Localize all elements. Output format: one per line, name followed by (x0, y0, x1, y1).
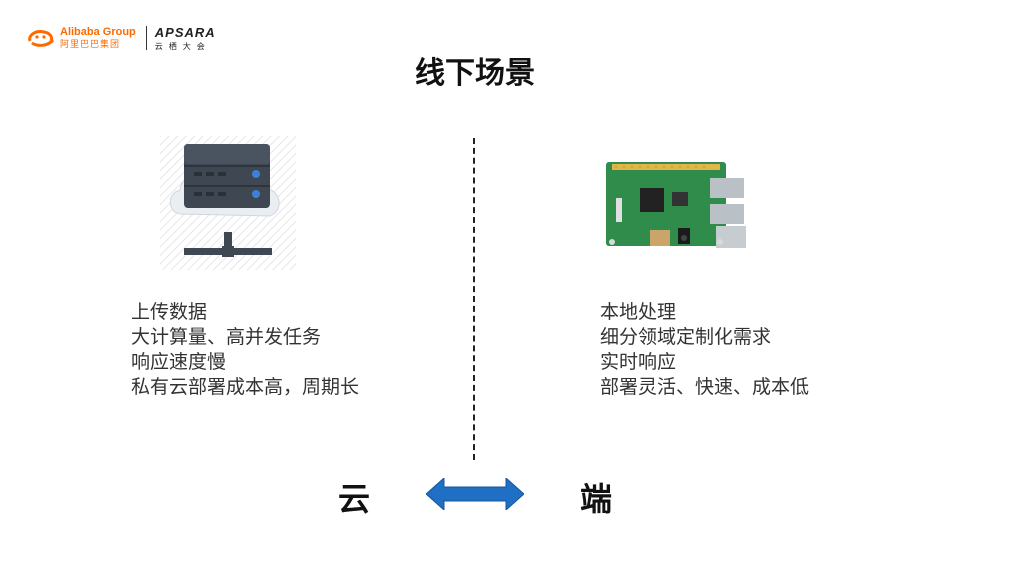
double-arrow-icon (426, 478, 524, 510)
alibaba-en: Alibaba Group (60, 27, 136, 38)
alibaba-logo-icon (26, 27, 56, 49)
circuit-board-image (606, 158, 748, 254)
cloud-line: 大计算量、高并发任务 (131, 325, 359, 350)
edge-description: 本地处理 细分领域定制化需求 实时响应 部署灵活、快速、成本低 (600, 300, 809, 400)
edge-line: 部署灵活、快速、成本低 (600, 375, 809, 400)
page-title: 线下场景 (0, 48, 950, 92)
apsara-en: APSARA (155, 26, 216, 39)
cloud-server-icon (160, 136, 296, 270)
edge-label: 端 (580, 474, 612, 520)
logo-divider (146, 26, 147, 50)
cloud-description: 上传数据 大计算量、高并发任务 响应速度慢 私有云部署成本高，周期长 (131, 300, 359, 400)
cloud-label: 云 (338, 474, 370, 520)
center-divider (473, 138, 475, 460)
alibaba-wordmark: Alibaba Group 阿里巴巴集团 (60, 27, 136, 50)
cloud-line: 上传数据 (131, 300, 359, 325)
apsara-wordmark: APSARA 云栖大会 (155, 26, 216, 51)
edge-line: 细分领域定制化需求 (600, 325, 809, 350)
edge-line: 本地处理 (600, 300, 809, 325)
cloud-line: 响应速度慢 (131, 350, 359, 375)
cloud-line: 私有云部署成本高，周期长 (131, 375, 359, 400)
edge-line: 实时响应 (600, 350, 809, 375)
